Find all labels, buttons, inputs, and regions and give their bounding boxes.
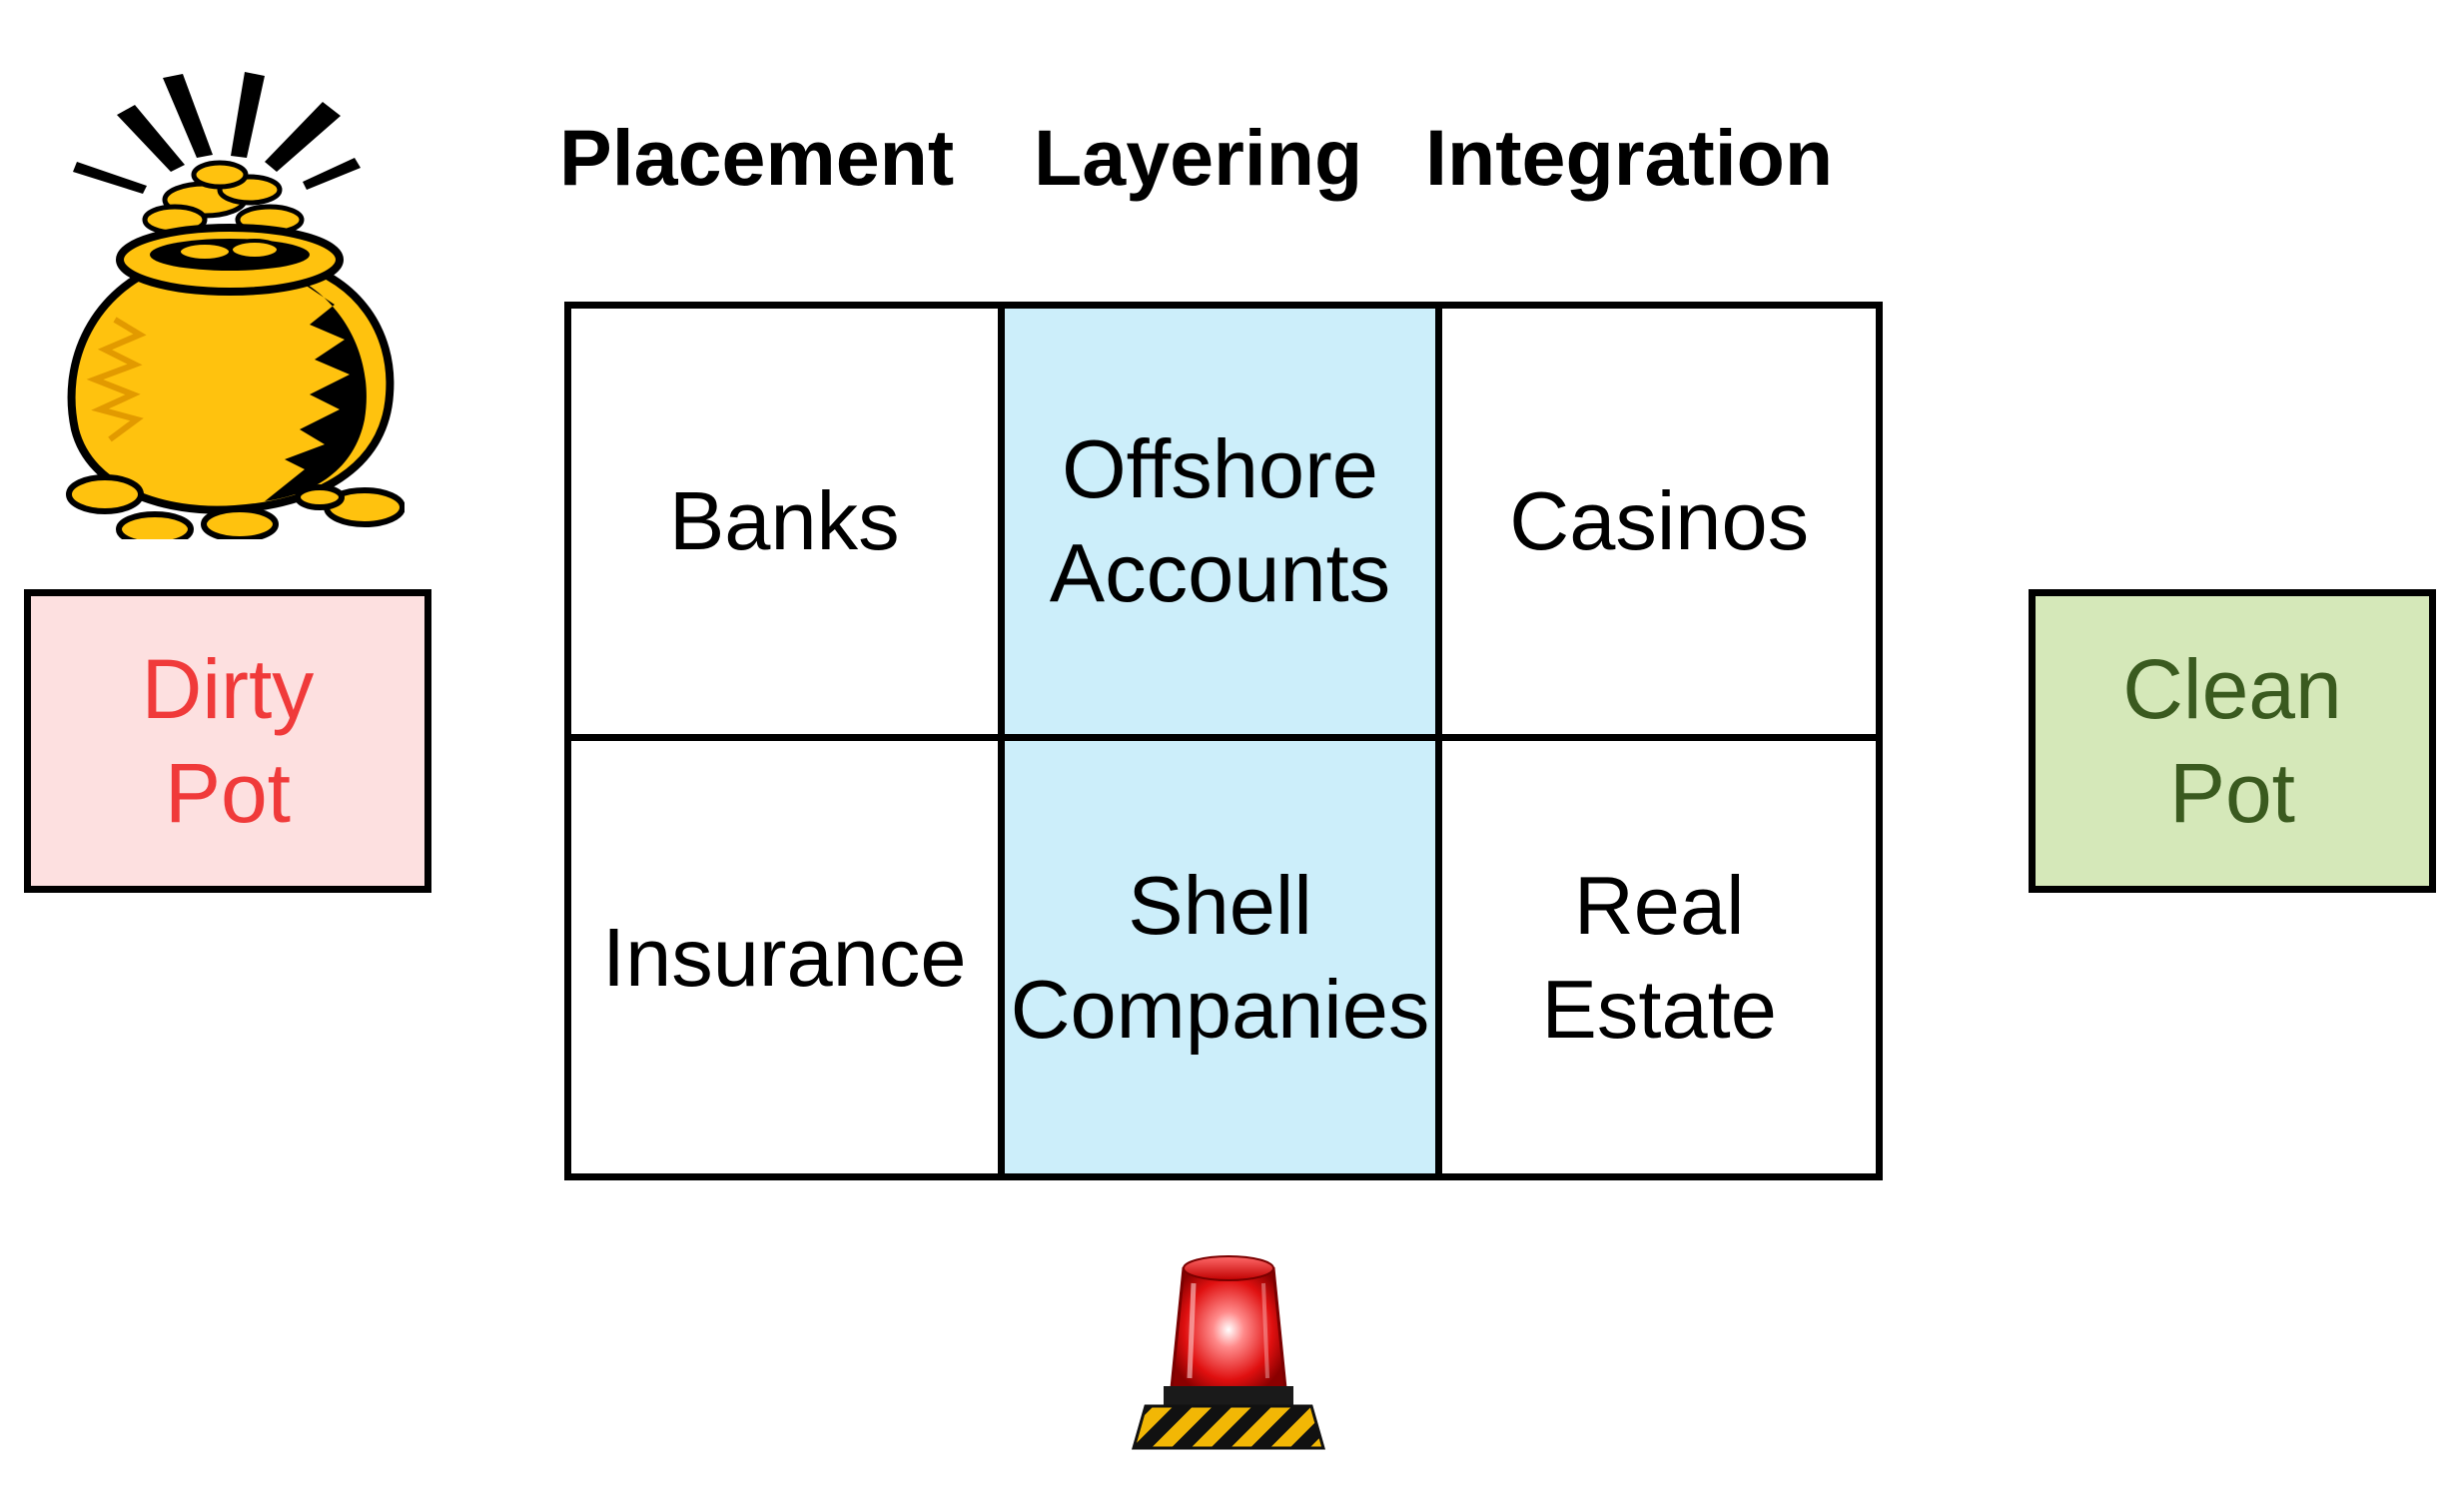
cell-banks: Banks (571, 309, 1005, 741)
dirty-pot-box: Dirty Pot (24, 589, 431, 893)
placement-header: Placement (559, 113, 955, 202)
laundering-stage-grid: Banks Offshore Accounts Casinos Insuranc… (564, 302, 1883, 1180)
cell-offshore-accounts: Offshore Accounts (1004, 309, 1443, 741)
integration-header: Integration (1425, 113, 1834, 202)
cell-casinos: Casinos (1442, 309, 1876, 741)
cell-real-estate: Real Estate (1541, 858, 1777, 1056)
clean-pot-box: Clean Pot (2029, 589, 2436, 893)
pot-of-gold-icon (66, 72, 405, 539)
stage-headers: Placement Layering Integration (559, 108, 1888, 208)
cell-shell-companies: Shell Companies (1004, 741, 1443, 1173)
cell-insurance: Insurance (571, 741, 1005, 1173)
siren-icon (1132, 1255, 1325, 1450)
layering-header: Layering (1034, 113, 1363, 202)
